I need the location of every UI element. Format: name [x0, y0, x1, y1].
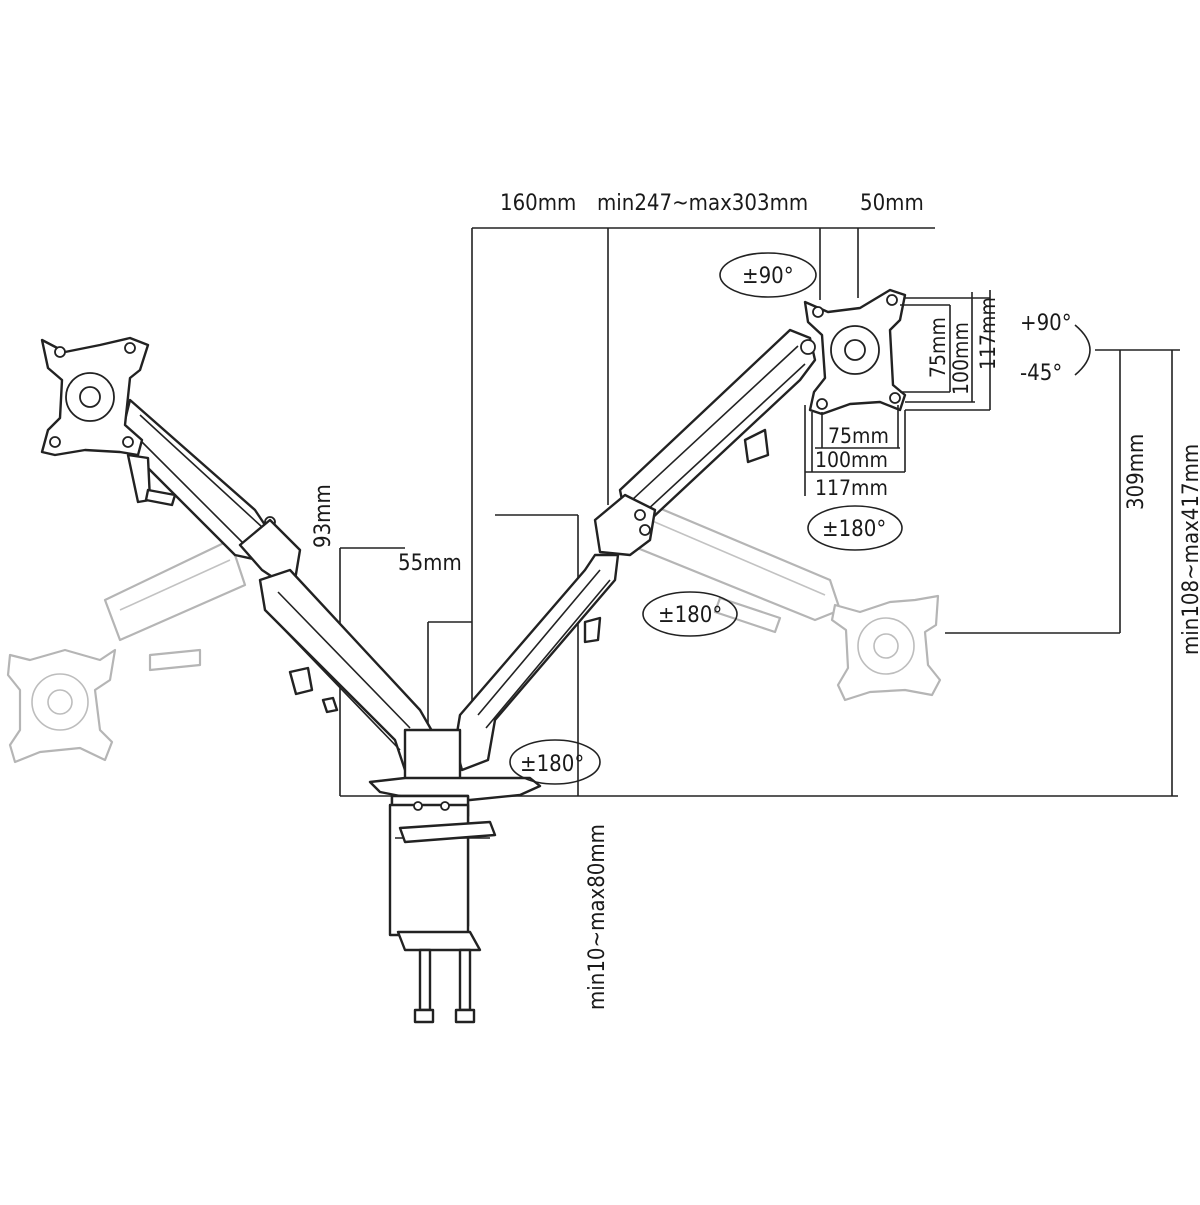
vesa-v-100-label: 100mm — [949, 322, 973, 395]
tilt-offset-label: 50mm — [860, 191, 924, 216]
arm-reach-label: min247~max303mm — [597, 191, 808, 216]
vertical-travel-label: 309mm — [1124, 434, 1149, 510]
ghost-left-plate — [6, 648, 117, 764]
total-height-label: min108~max417mm — [1179, 444, 1200, 655]
ghost-right-plate — [830, 594, 942, 702]
vesa-h-100-label: 100mm — [815, 448, 888, 472]
arm-rotation-label: ±180° — [658, 603, 722, 628]
arm-offset-label: 160mm — [500, 191, 576, 216]
rotation-plate-arrow — [807, 505, 903, 551]
rotation-base-arrow — [509, 739, 601, 785]
tilt-arrow — [1074, 324, 1091, 376]
vesa-h-117-label: 117mm — [815, 476, 888, 500]
base-rotation-label: ±180° — [520, 752, 584, 777]
desk-thickness-label: min10~max80mm — [585, 824, 610, 1010]
pole-offset-label: 55mm — [398, 551, 462, 576]
ghost-left-arm — [103, 538, 247, 672]
left-monitor-plate — [40, 336, 150, 457]
rotation-swivel-plate-arrow — [719, 252, 817, 298]
swivel-plate-label: ±90° — [742, 264, 794, 289]
clamp-height-label: 93mm — [311, 484, 336, 548]
tilt-down-label: -45° — [1020, 361, 1062, 386]
rotation-arm-arrow — [642, 591, 738, 637]
vesa-dimension-lines — [804, 290, 991, 496]
vesa-v-117-label: 117mm — [976, 297, 1000, 370]
right-arm — [453, 328, 817, 772]
right-monitor-plate — [803, 288, 907, 416]
vesa-v-75-label: 75mm — [926, 317, 950, 378]
tilt-up-label: +90° — [1020, 311, 1072, 336]
base-clamp — [368, 728, 542, 1024]
plate-rotation-label: ±180° — [822, 517, 886, 542]
vesa-h-75-label: 75mm — [828, 424, 889, 448]
